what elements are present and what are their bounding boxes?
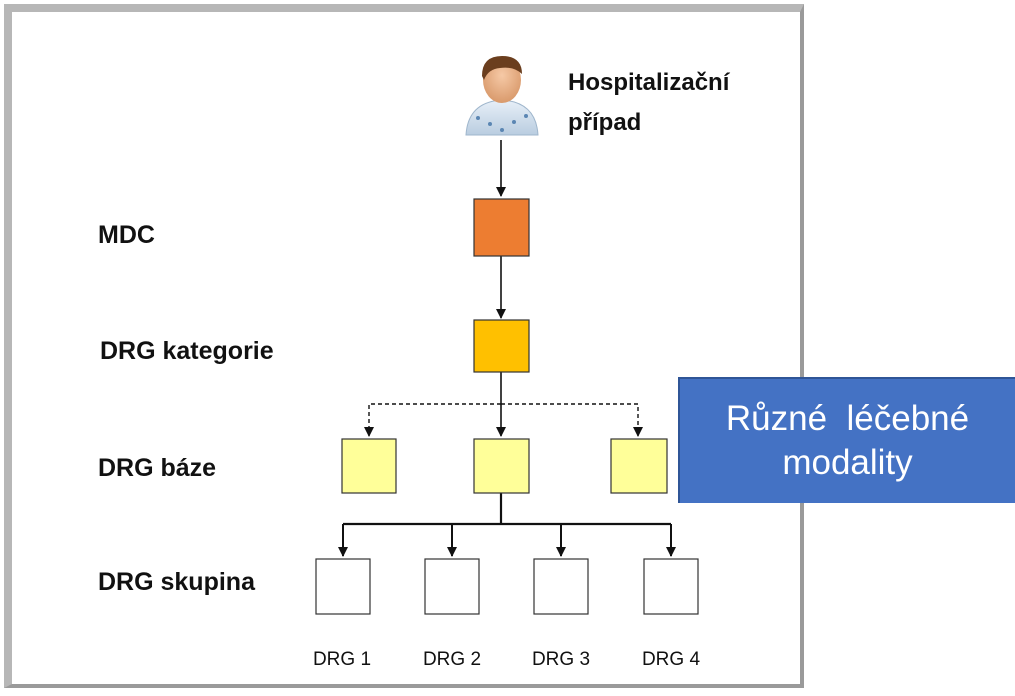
dashed-connector-right — [501, 403, 643, 437]
drg-group-box-4 — [643, 558, 699, 615]
level-label-drg-category: DRG kategorie — [100, 337, 274, 365]
drg-group-box-3 — [533, 558, 589, 615]
mdc-box — [473, 198, 530, 257]
treatment-modalities-callout: Různé léčebné modality — [678, 377, 1015, 503]
level-label-drg-group: DRG skupina — [98, 568, 255, 596]
callout-line-2: modality — [782, 443, 913, 482]
drg-base-box-3 — [610, 438, 668, 494]
hospitalization-case-label: Hospitalizační případ — [568, 69, 730, 136]
leaf-label-drg-3: DRG 3 — [531, 649, 591, 670]
drg-group-box-1 — [315, 558, 371, 615]
leaf-label-drg-4: DRG 4 — [641, 649, 701, 670]
drg-base-box-2 — [473, 438, 530, 494]
drg-category-box — [473, 319, 530, 373]
leaf-label-drg-2: DRG 2 — [422, 649, 482, 670]
leaf-label-drg-1: DRG 1 — [312, 649, 372, 670]
level-label-mdc: MDC — [98, 221, 155, 249]
level-label-drg-base: DRG báze — [98, 454, 217, 482]
callout-line-1: Různé léčebné — [725, 399, 970, 438]
drg-group-box-2 — [424, 558, 480, 615]
patient-icon — [465, 56, 539, 136]
drg-base-box-1 — [341, 438, 397, 494]
dashed-connector-left — [364, 403, 501, 437]
